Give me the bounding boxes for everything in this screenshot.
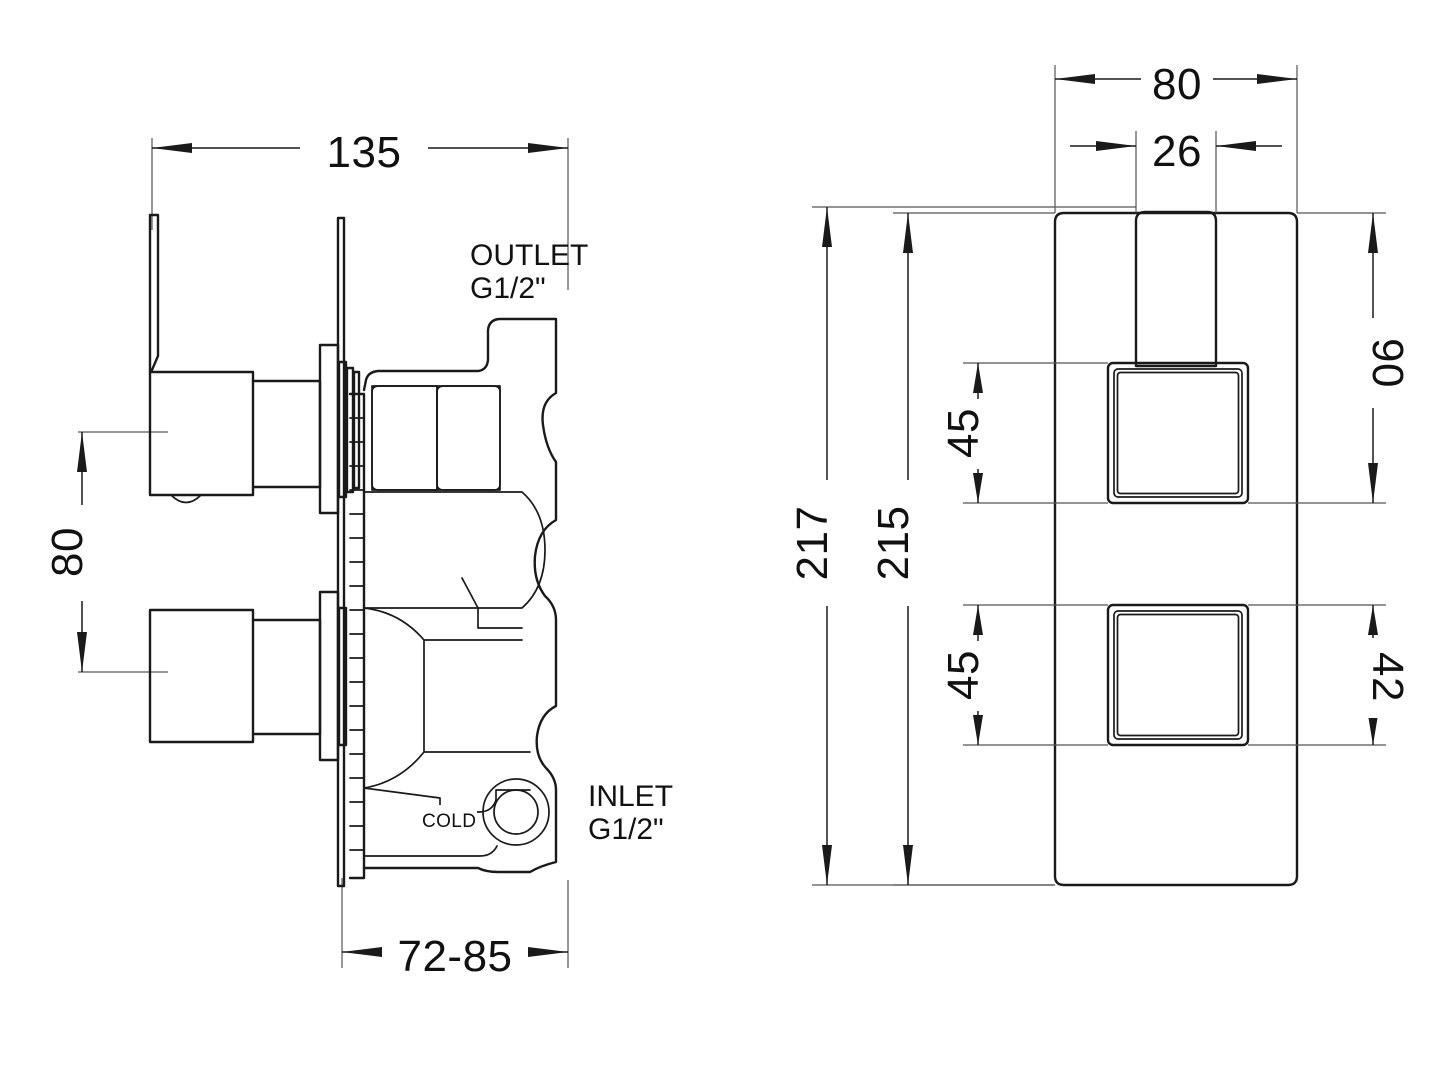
lower-cone-detail — [363, 607, 531, 789]
inlet-label-line2: G1/2" — [588, 813, 664, 846]
dimension-wall-depth-range: 72-85 — [341, 878, 569, 981]
outlet-label: OUTLET G1/2" — [470, 239, 588, 305]
lower-spindle-assembly — [251, 590, 348, 762]
inlet-label: INLET G1/2" — [588, 780, 673, 846]
dimension-lever-width: 26 — [1070, 120, 1282, 213]
backplate — [1053, 211, 1299, 887]
threaded-body — [348, 392, 366, 880]
dimension-overall-depth: 135 — [151, 122, 569, 290]
outlet-label-line1: OUTLET — [470, 239, 588, 272]
cold-label-text: COLD — [422, 811, 476, 832]
lower-square-handle — [148, 608, 255, 744]
wall-plate-line — [336, 216, 346, 888]
dim-label-plate-width: 80 — [1152, 60, 1202, 109]
side-section-view: 135 80 72-85 — [43, 122, 673, 981]
lever-handle — [1134, 210, 1218, 368]
dim-label-lower-knob-to-bottom: 42 — [1363, 652, 1412, 702]
inlet-label-line1: INLET — [588, 780, 673, 813]
front-elevation-view: 80 26 217 — [788, 52, 1412, 887]
cold-label: COLD — [421, 805, 477, 832]
dim-label-handle-spacing: 80 — [43, 527, 92, 577]
dimension-plate-height: 215 — [869, 212, 1055, 886]
dimension-lower-knob-size: 45 — [939, 604, 1108, 746]
mid-spool-detail — [363, 491, 546, 629]
dim-label-lower-knob-size: 45 — [939, 650, 988, 700]
dim-label-upper-knob-size: 45 — [939, 408, 988, 458]
dim-label-plate-height: 215 — [869, 506, 918, 581]
dim-label-top-to-upper-knob: 90 — [1363, 338, 1412, 388]
upper-lever-handle — [148, 213, 255, 504]
valve-body-outline — [362, 317, 558, 874]
upper-cartridge-detail — [371, 385, 501, 491]
dimension-lower-knob-to-bottom: 42 — [1248, 604, 1412, 746]
dim-label-wall-depth-range: 72-85 — [397, 932, 512, 981]
dimension-upper-knob-size: 45 — [939, 362, 1108, 504]
outlet-label-line2: G1/2" — [470, 272, 546, 305]
dimension-top-to-upper-knob: 90 — [1248, 212, 1412, 504]
dimension-plate-width: 80 — [1054, 52, 1298, 213]
dimension-handle-spacing: 80 — [43, 431, 168, 673]
lower-inlet-detail — [363, 778, 550, 857]
upper-square-knob — [1106, 361, 1250, 505]
dim-label-overall-depth: 135 — [327, 128, 402, 177]
dim-label-lever-width: 26 — [1152, 127, 1202, 176]
lower-square-knob — [1106, 603, 1250, 747]
dim-label-overall-height-lever: 217 — [788, 506, 837, 581]
dimension-overall-height-lever: 217 — [788, 206, 1136, 886]
